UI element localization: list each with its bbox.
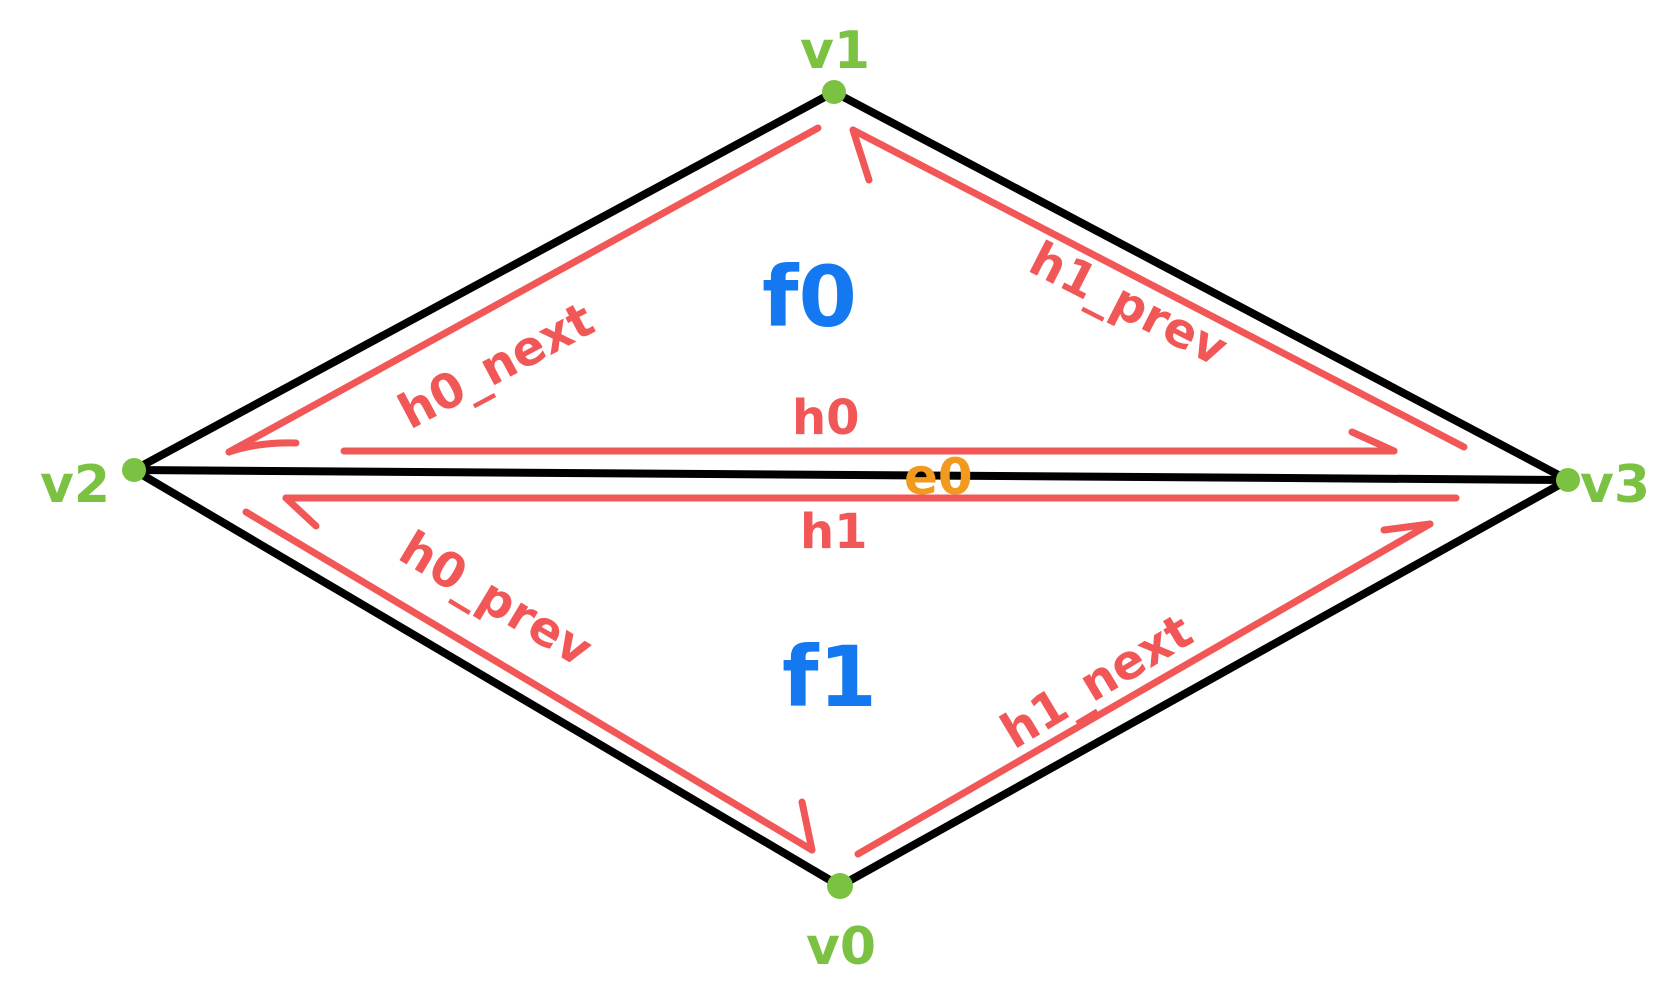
face-f1-label: f1 (782, 628, 877, 726)
half-edge-h0-prev-arrowhead (798, 798, 816, 854)
half-edge-h1-prev (849, 126, 1468, 451)
vertex-v1-dot (822, 80, 846, 104)
half-edge-h1-arrowhead (282, 494, 320, 530)
half-edge-h1-next-label: h1_next (991, 603, 1202, 760)
half-edge-h0-prev-label: h0_prev (390, 520, 602, 678)
vertex-v0-dot (827, 873, 853, 899)
half-edge-h0-label: h0 (792, 390, 860, 446)
edge-v1-v3 (830, 88, 1572, 484)
half-edge-h0-arrowhead (1348, 428, 1398, 455)
half-edge-h1-label: h1 (800, 504, 868, 560)
edge-v0-v2 (130, 466, 844, 890)
face-f0-label: f0 (762, 248, 857, 346)
half-edge-h1-prev-label: h1_prev (1021, 231, 1237, 378)
vertex-v3-label: v3 (1580, 455, 1650, 515)
edge-e0-label: e0 (904, 448, 973, 506)
half-edge-h0-prev (242, 508, 816, 854)
half-edge-h0-next-arrowhead (225, 439, 300, 456)
half-edge-h1-next-arrowhead (1380, 520, 1434, 534)
vertex-v3-dot (1556, 468, 1580, 492)
half-edge-h0-next (225, 124, 822, 456)
vertex-v2-dot (122, 458, 146, 482)
edge-v3-v0 (836, 476, 1572, 890)
half-edge-h1-prev-arrowhead (849, 126, 873, 184)
vertex-v0-label: v0 (806, 917, 876, 977)
edge-e0 (130, 466, 1572, 484)
edge-v2-v1 (130, 88, 838, 474)
half-edge-h1-next (854, 520, 1434, 858)
vertex-v2-label: v2 (40, 455, 110, 515)
vertex-v1-label: v1 (800, 21, 870, 81)
